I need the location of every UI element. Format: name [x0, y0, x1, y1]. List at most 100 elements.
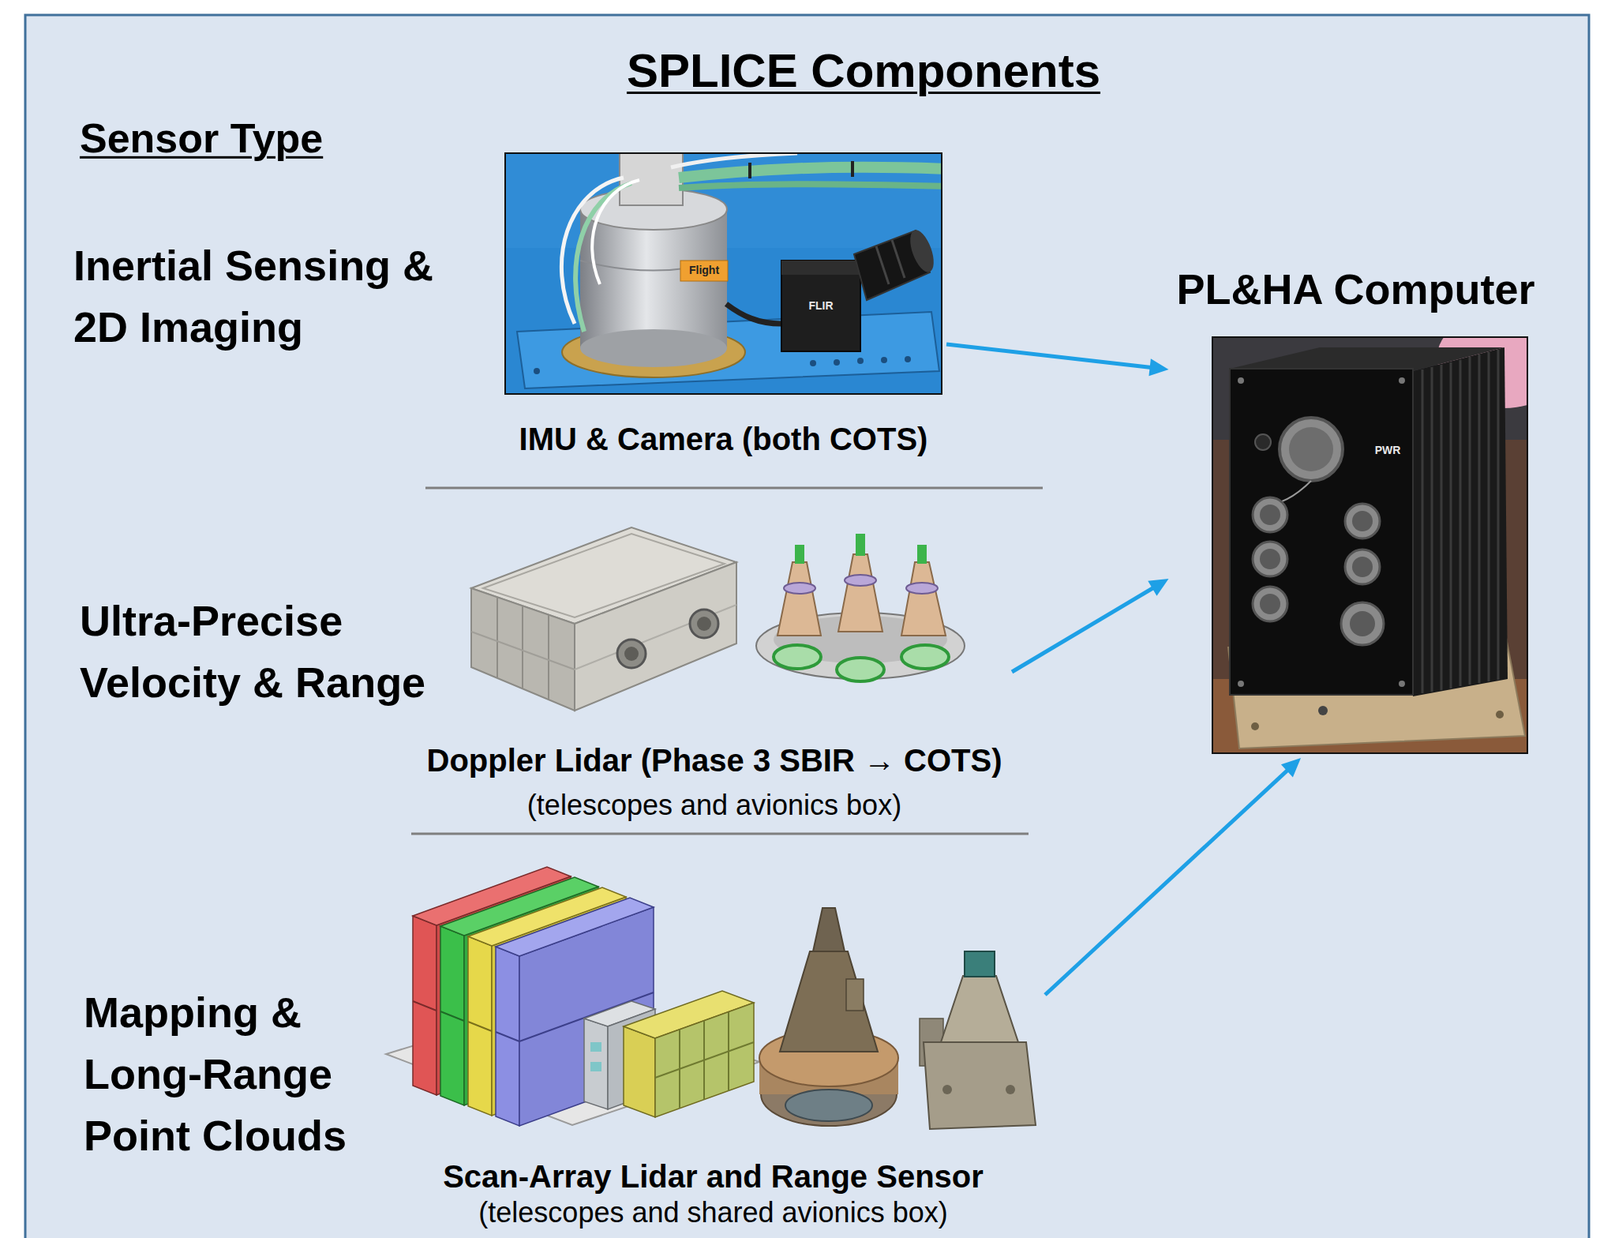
- range-sensor: [923, 1041, 1036, 1129]
- imu-camera-photo: [905, 227, 939, 276]
- avionics-box: [471, 631, 575, 670]
- computer-photo: [1212, 337, 1528, 754]
- background-panel: [25, 14, 1589, 1238]
- imu-camera-photo: [904, 355, 911, 363]
- imu-camera-photo: [619, 153, 683, 206]
- imu-camera-photo: [580, 329, 727, 368]
- flow-arrow: [1011, 578, 1170, 672]
- scan-array-avionics: [495, 897, 654, 956]
- scan-array-avionics: [655, 1002, 754, 1117]
- caption: Doppler Lidar (Phase 3 SBIR → COTS): [426, 741, 1002, 779]
- scan-telescope: [759, 907, 899, 1126]
- computer-photo: [1352, 510, 1373, 532]
- diagram-title: SPLICE Components: [626, 42, 1101, 100]
- computer-photo: [1349, 610, 1376, 637]
- scan-array-avionics: [440, 925, 465, 1106]
- avionics-box: [574, 604, 737, 670]
- telescope-assembly: [773, 644, 821, 669]
- imu-camera-photo: [505, 149, 948, 394]
- range-sensor: [940, 975, 1019, 1042]
- arrow-shaft: [946, 344, 1152, 368]
- telescope-assembly: [906, 582, 938, 594]
- scan-array-avionics: [584, 1018, 608, 1110]
- imu-camera-photo: [833, 359, 840, 366]
- computer-photo: [1259, 504, 1281, 525]
- computer-photo: [1259, 593, 1281, 615]
- computer-photo: [1237, 377, 1245, 384]
- scan-array-avionics: [412, 915, 437, 1095]
- avionics-box: [496, 596, 499, 679]
- arrow-head: [1148, 358, 1169, 376]
- avionics-box: [521, 605, 524, 689]
- computer-photo: [1495, 710, 1504, 719]
- telescope-assembly: [901, 644, 949, 669]
- imu-camera-photo: [880, 356, 888, 364]
- imu-camera-photo: [726, 303, 782, 324]
- imu-camera-photo: [850, 161, 855, 177]
- computer-photo: [1352, 556, 1373, 578]
- computer-photo: [1450, 362, 1453, 689]
- telescope-assembly: [844, 574, 877, 586]
- separator-line: [425, 487, 1043, 490]
- computer-photo: [1259, 548, 1281, 570]
- row-label: Inertial Sensing & 2D Imaging: [73, 234, 469, 358]
- telescope-assembly: [783, 582, 816, 594]
- computer-photo: [1422, 349, 1499, 694]
- imu-camera-photo: [670, 153, 798, 168]
- imu-camera-photo: [781, 260, 861, 352]
- sensor-group: Scan-Array Lidar and Range Sensor(telesc…: [385, 848, 1041, 1234]
- sensor-group: Doppler Lidar (Phase 3 SBIR → COTS) (tele…: [421, 520, 1008, 829]
- telescope-assembly: [794, 544, 805, 564]
- computer-photo: [1252, 497, 1288, 533]
- computer-photo: [1412, 347, 1508, 697]
- computer-photo: [1431, 367, 1434, 692]
- scan-array-avionics: [495, 946, 520, 1126]
- imu-camera-photo: [678, 167, 942, 178]
- flow-arrow: [946, 344, 1170, 376]
- computer-photo: [1497, 349, 1500, 680]
- imu-camera-photo: [781, 260, 861, 275]
- computer-unit: PL&HA Computer: [1172, 256, 1541, 754]
- imu-camera-photo: [891, 239, 905, 278]
- computer-photo: [1345, 549, 1380, 585]
- imu-camera-photo: [592, 179, 640, 285]
- telescope-assembly: [838, 554, 883, 632]
- scan-array-avionics: [385, 866, 760, 1126]
- avionics-box: [689, 609, 719, 638]
- telescope-assembly: [777, 562, 821, 636]
- computer-photo: [1252, 586, 1288, 622]
- avionics-box: [547, 614, 550, 700]
- scan-telescope: [785, 1089, 873, 1121]
- sub-caption: (telescopes and avionics box): [527, 788, 902, 821]
- computer-photo: [1478, 354, 1481, 683]
- avionics-box: [624, 646, 639, 661]
- imu-camera-photo: [533, 367, 540, 375]
- arrow-shaft: [1011, 587, 1155, 672]
- computer-photo: [1212, 337, 1528, 754]
- computer-photo: [1421, 369, 1424, 694]
- sub-caption: (telescopes and shared avionics box): [478, 1195, 948, 1229]
- range-sensor: [964, 951, 995, 977]
- computer-photo: [1279, 417, 1343, 481]
- avionics-box: [617, 639, 646, 668]
- range-sensor: [1005, 1084, 1016, 1095]
- scan-array-avionics: [590, 1041, 602, 1052]
- computer-photo: [1212, 310, 1571, 754]
- sticker-text: Flight: [689, 264, 720, 277]
- avionics-box: [574, 562, 737, 711]
- computer-photo: [1459, 359, 1462, 686]
- scan-array-avionics: [412, 1000, 437, 1011]
- imu-camera-photo: [857, 357, 864, 364]
- separator-line: [411, 487, 1043, 834]
- scan-telescope: [846, 978, 864, 1011]
- scan-array-avionics: [655, 1041, 754, 1078]
- computer-photo: [1487, 352, 1491, 682]
- caption: PL&HA Computer: [1176, 264, 1536, 314]
- imu-camera-photo: [505, 153, 942, 394]
- scan-array-avionics: [468, 936, 492, 1116]
- computer-photo: [1440, 364, 1443, 690]
- avionics-box: [471, 527, 737, 711]
- row-label: Mapping & Long-Range Point Clouds: [83, 981, 400, 1166]
- separator-line: [411, 832, 1029, 836]
